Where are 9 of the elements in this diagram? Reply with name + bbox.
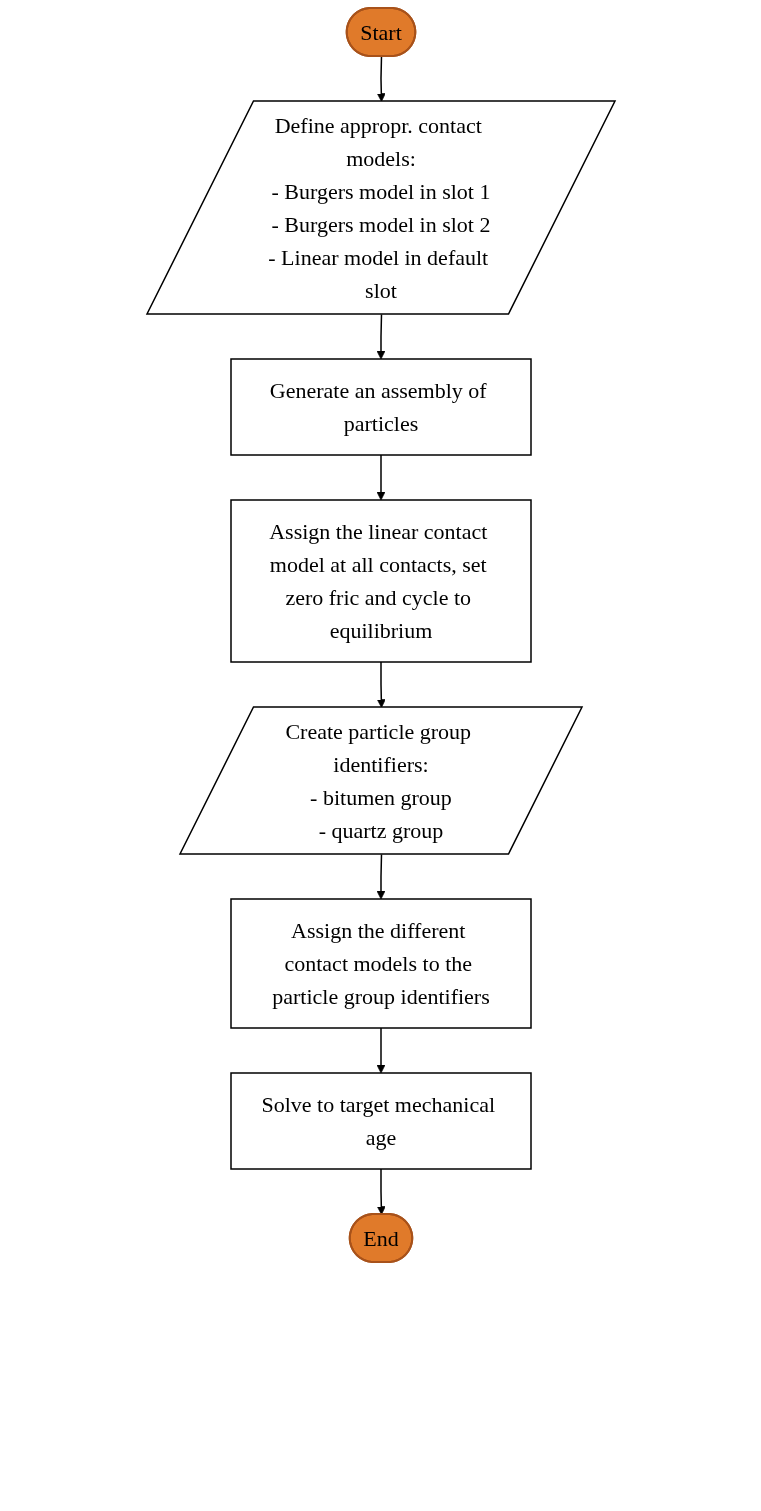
arrow (376, 454, 385, 501)
node-box: Assign the linear contact model at all contacts, set zero fric and cycle to equilibrium (229, 499, 532, 663)
arrow (376, 661, 386, 708)
arrow (376, 1027, 385, 1074)
node-box: Solve to target mechanical age (229, 1072, 532, 1170)
node-box: Assign the different contact models to the particle group identifiers (229, 898, 532, 1029)
node-box: Generate an assembly of particles (229, 358, 532, 456)
arrow (376, 55, 386, 102)
arrow (376, 1168, 386, 1215)
